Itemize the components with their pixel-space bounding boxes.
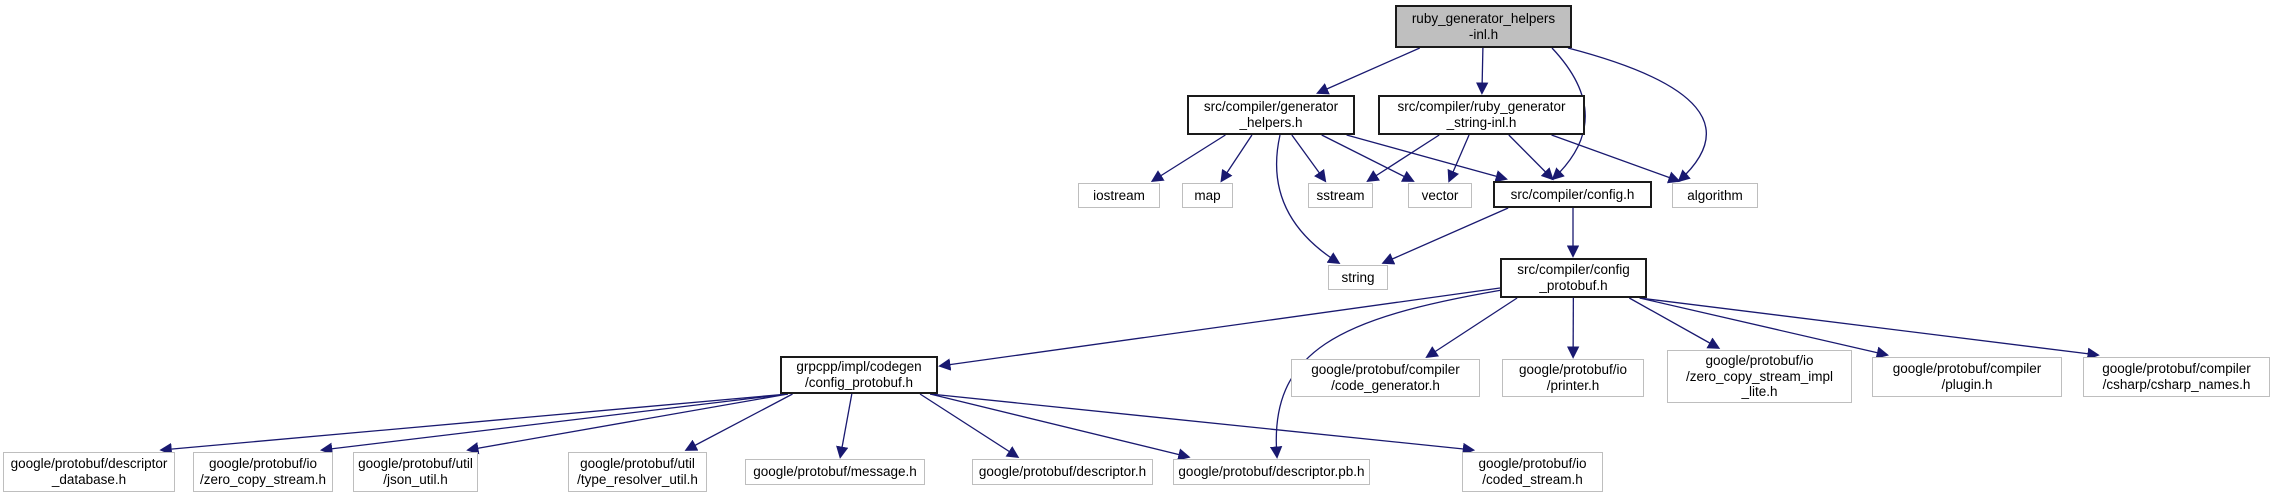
include-edge-grpcpp-to-coded <box>930 393 1476 456</box>
include-edge-config-to-string <box>1381 207 1509 265</box>
graph-node-label: _lite.h <box>1741 384 1778 400</box>
include-edge-cfg_protobuf-to-zcsil <box>1628 297 1721 349</box>
graph-node-string: string <box>1328 265 1388 290</box>
include-edge-grpcpp-to-zcs <box>319 393 788 455</box>
graph-node-zcs: google/protobuf/io/zero_copy_stream.h <box>193 452 333 492</box>
include-edge-root-to-gen_helpers <box>1316 47 1421 95</box>
graph-node-cfg_protobuf[interactable]: src/compiler/config_protobuf.h <box>1500 258 1647 298</box>
graph-node-csharp: google/protobuf/compiler/csharp/csharp_n… <box>2083 357 2270 397</box>
include-edge-ruby_string-to-algorithm <box>1551 134 1681 184</box>
include-edge-grpcpp-to-message <box>836 393 853 459</box>
graph-node-label: src/compiler/ruby_generator <box>1397 99 1566 115</box>
include-edge-gen_helpers-to-map <box>1220 134 1253 183</box>
graph-node-label: google/protobuf/io <box>1518 362 1628 378</box>
graph-node-map: map <box>1182 183 1233 208</box>
graph-node-label: google/protobuf/io <box>1705 352 1814 368</box>
graph-node-gen_helpers[interactable]: src/compiler/generator_helpers.h <box>1187 95 1355 135</box>
include-edge-grpcpp-to-desc_pb <box>929 393 1191 461</box>
include-edge-root-to-algorithm <box>1567 47 1707 183</box>
include-edge-cfg_protobuf-to-plugin <box>1639 297 1890 359</box>
graph-node-label: grpcpp/impl/codegen <box>796 359 922 375</box>
graph-node-code_gen: google/protobuf/compiler/code_generator.… <box>1291 359 1480 397</box>
graph-node-label: src/compiler/generator <box>1203 99 1339 115</box>
graph-node-desc_db: google/protobuf/descriptor_database.h <box>3 452 175 492</box>
graph-node-label: /json_util.h <box>383 472 448 487</box>
graph-node-label: google/protobuf/util <box>358 456 473 472</box>
graph-node-label: google/protobuf/compiler <box>1892 361 2042 377</box>
graph-node-label: -inl.h <box>1468 26 1499 42</box>
graph-node-label: /csharp/csharp_names.h <box>2102 377 2251 392</box>
include-edge-grpcpp-to-type_res <box>684 393 793 451</box>
graph-node-label: _string-inl.h <box>1446 115 1517 130</box>
include-edge-gen_helpers-to-sstream <box>1291 134 1327 183</box>
graph-node-label: /type_resolver_util.h <box>577 472 698 487</box>
graph-node-label: /zero_copy_stream.h <box>199 472 327 487</box>
graph-node-label: map <box>1194 187 1221 203</box>
graph-node-label: /coded_stream.h <box>1482 472 1583 487</box>
graph-node-label: google/protobuf/descriptor <box>10 456 168 472</box>
graph-node-label: google/protobuf/descriptor.pb.h <box>1178 464 1365 480</box>
graph-node-json_util: google/protobuf/util/json_util.h <box>353 452 478 492</box>
graph-node-sstream: sstream <box>1308 183 1373 208</box>
graph-node-label: google/protobuf/io <box>1478 456 1587 472</box>
graph-node-label: /zero_copy_stream_impl <box>1685 368 1834 384</box>
graph-node-descriptor: google/protobuf/descriptor.h <box>972 459 1153 485</box>
graph-node-algorithm: algorithm <box>1672 183 1758 208</box>
include-edge-gen_helpers-to-vector <box>1321 134 1415 182</box>
include-edge-gen_helpers-to-string <box>1276 134 1341 264</box>
graph-node-label: src/compiler/config.h <box>1510 186 1635 202</box>
graph-node-label: _helpers.h <box>1239 115 1303 130</box>
include-edge-ruby_string-to-sstream <box>1366 134 1440 183</box>
graph-node-label: ruby_generator_helpers <box>1411 10 1556 26</box>
include-edge-grpcpp-to-descriptor <box>919 393 1020 459</box>
graph-node-label: google/protobuf/descriptor.h <box>978 464 1147 480</box>
graph-node-label: iostream <box>1093 187 1145 203</box>
graph-node-label: algorithm <box>1687 187 1743 203</box>
graph-node-label: sstream <box>1316 187 1365 203</box>
graph-node-desc_pb: google/protobuf/descriptor.pb.h <box>1173 459 1370 485</box>
graph-node-label: google/protobuf/util <box>580 456 695 472</box>
graph-node-label: google/protobuf/io <box>208 456 318 472</box>
include-edge-grpcpp-to-json_util <box>466 393 789 455</box>
graph-node-label: /plugin.h <box>1941 377 1993 392</box>
graph-node-label: google/protobuf/compiler <box>1311 362 1460 378</box>
graph-node-message: google/protobuf/message.h <box>745 459 925 485</box>
include-edge-cfg_protobuf-to-csharp <box>1639 297 2100 360</box>
include-edge-cfg_protobuf-to-desc_pb <box>1269 289 1503 459</box>
graph-node-iostream: iostream <box>1078 183 1160 208</box>
include-edge-root-to-ruby_string <box>1475 47 1489 95</box>
graph-node-printer: google/protobuf/io/printer.h <box>1502 359 1644 397</box>
graph-node-label: /code_generator.h <box>1331 378 1440 393</box>
graph-node-vector: vector <box>1408 183 1472 208</box>
graph-node-type_res: google/protobuf/util/type_resolver_util.… <box>568 452 707 492</box>
graph-node-label: google/protobuf/compiler <box>2102 361 2251 377</box>
graph-node-grpcpp[interactable]: grpcpp/impl/codegen/config_protobuf.h <box>780 356 938 394</box>
include-edge-ruby_string-to-config <box>1508 134 1554 181</box>
graph-node-label: vector <box>1421 187 1459 203</box>
graph-node-label: _protobuf.h <box>1539 278 1608 293</box>
include-edge-gen_helpers-to-iostream <box>1150 134 1226 182</box>
graph-node-root: ruby_generator_helpers-inl.h <box>1395 5 1572 48</box>
include-edge-grpcpp-to-desc_db <box>159 393 788 456</box>
graph-node-label: _database.h <box>51 472 127 487</box>
graph-node-zcsil: google/protobuf/io/zero_copy_stream_impl… <box>1667 350 1852 403</box>
include-edge-cfg_protobuf-to-code_gen <box>1425 297 1518 359</box>
include-edge-gen_helpers-to-config <box>1346 134 1508 183</box>
include-edge-cfg_protobuf-to-grpcpp <box>938 287 1501 371</box>
graph-node-coded: google/protobuf/io/coded_stream.h <box>1462 452 1603 492</box>
graph-node-label: google/protobuf/message.h <box>753 464 917 480</box>
graph-node-label: /config_protobuf.h <box>804 375 914 390</box>
graph-node-config[interactable]: src/compiler/config.h <box>1493 181 1652 208</box>
graph-node-label: /printer.h <box>1546 378 1600 393</box>
graph-node-label: src/compiler/config <box>1517 262 1630 278</box>
include-edge-ruby_string-to-vector <box>1447 134 1470 183</box>
graph-node-plugin: google/protobuf/compiler/plugin.h <box>1872 357 2062 397</box>
graph-node-ruby_string[interactable]: src/compiler/ruby_generator_string-inl.h <box>1378 95 1585 135</box>
graph-node-label: string <box>1341 269 1375 285</box>
include-edge-root-to-config <box>1551 47 1586 181</box>
